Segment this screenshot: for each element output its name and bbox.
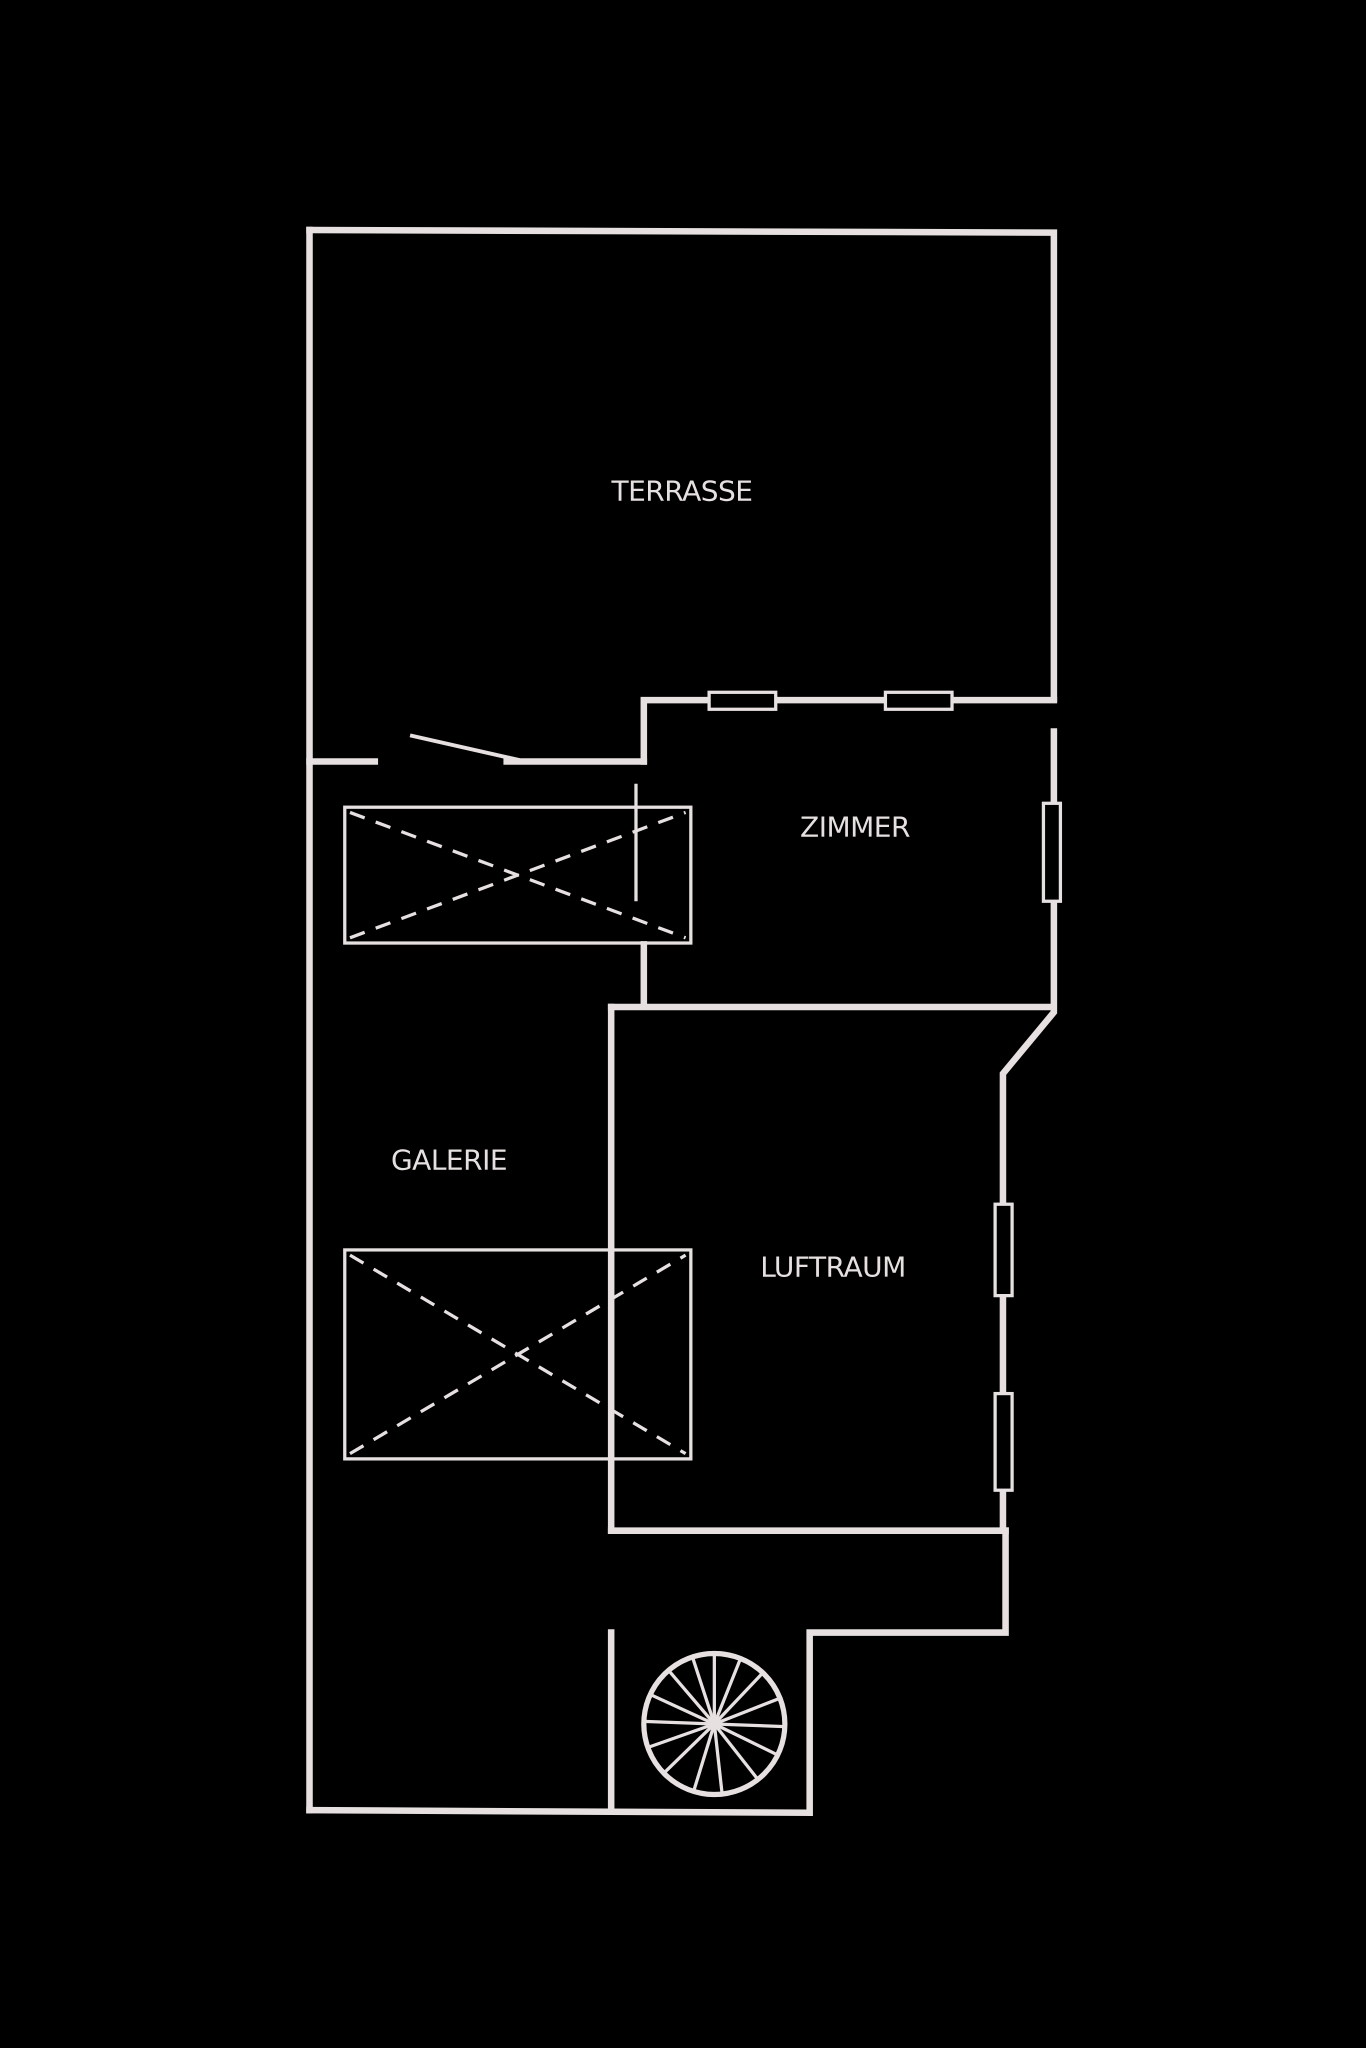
room-label-luftraum: LUFTRAUM bbox=[760, 1250, 906, 1284]
window-icon bbox=[993, 1391, 1014, 1492]
room-label-terrasse: TERRASSE bbox=[611, 474, 753, 508]
terrasse-partition bbox=[306, 733, 648, 765]
void-opening-1 bbox=[343, 805, 693, 945]
zimmer-walls bbox=[607, 696, 1058, 1011]
door-swing-icon bbox=[409, 733, 521, 763]
luftraum-walls bbox=[607, 1003, 1009, 1814]
window-icon bbox=[707, 690, 778, 711]
spiral-staircase-icon bbox=[641, 1650, 788, 1798]
window-icon bbox=[883, 690, 954, 711]
window-icon bbox=[993, 1202, 1014, 1298]
void-opening-2 bbox=[343, 1248, 693, 1461]
room-label-galerie: GALERIE bbox=[390, 1143, 508, 1177]
outer-walls bbox=[306, 226, 1058, 1817]
window-icon bbox=[1041, 801, 1063, 903]
room-label-zimmer: ZIMMER bbox=[800, 810, 910, 844]
windows bbox=[707, 690, 1063, 1492]
